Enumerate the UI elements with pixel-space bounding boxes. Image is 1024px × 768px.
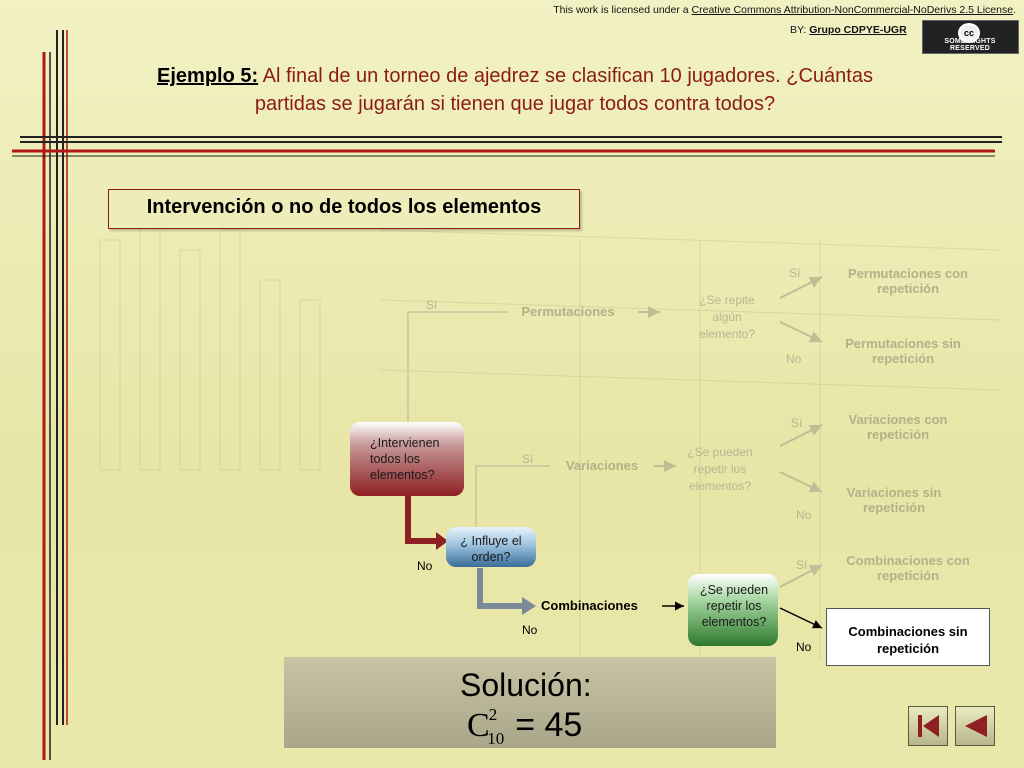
si-label: Sí (426, 298, 438, 312)
first-slide-button[interactable] (908, 706, 948, 746)
cc-license-badge[interactable]: cc SOME RIGHTS RESERVED (922, 20, 1019, 54)
previous-slide-icon (965, 715, 987, 737)
si-label: Sí (789, 266, 801, 280)
problem-statement: Ejemplo 5: Al final de un torneo de ajed… (157, 65, 873, 115)
solution-box (284, 657, 776, 748)
combinaciones-label: Combinaciones (541, 598, 638, 613)
repetir-variaciones-question: ¿Se pueden repetir los elementos? (687, 445, 753, 493)
si-label: Sí (796, 558, 808, 572)
si-label: Sí (522, 452, 534, 466)
no-label: No (522, 623, 538, 637)
no-label: No (796, 508, 812, 522)
author-link[interactable]: Grupo CDPYE-UGR (809, 24, 907, 36)
section-title: Intervención o no de todos los elementos (146, 196, 542, 218)
no-label: No (786, 352, 802, 366)
var-con-repeticion: Variaciones con repetición (848, 412, 948, 442)
perm-con-repeticion: Permutaciones con repetición (848, 266, 968, 296)
solution-label: Solución: (460, 667, 592, 703)
section-title-box: Intervención o no de todos los elementos (108, 189, 580, 229)
license-link[interactable]: Creative Commons Attribution-NonCommerci… (691, 4, 1014, 16)
influye-orden-node: ¿ Influye el orden? (446, 527, 536, 567)
si-label: Sí (791, 416, 803, 430)
example-label: Ejemplo 5: (157, 65, 259, 87)
repetir-combinaciones-node: ¿Se pueden repetir los elementos? (688, 574, 778, 646)
cc-icon: cc (958, 23, 980, 43)
previous-slide-button[interactable] (955, 706, 995, 746)
repite-question: ¿Se repite algún elemento? (698, 293, 756, 341)
no-label: No (796, 640, 812, 654)
first-slide-icon (918, 715, 939, 737)
license-notice: This work is licensed under a Creative C… (553, 4, 1016, 16)
solution-formula: C210= 45 (467, 705, 583, 748)
no-label: No (417, 559, 433, 573)
permutaciones-label: Permutaciones (521, 304, 615, 319)
comb-con-repeticion: Combinaciones con repetición (846, 553, 970, 583)
result-combinaciones-sin-repeticion: Combinaciones sin repetición (826, 608, 990, 666)
intervienen-question-node: ¿Intervienen todos los elementos? (350, 422, 464, 496)
variaciones-label: Variaciones (565, 458, 639, 473)
author-credit: BY: Grupo CDPYE-UGR (790, 24, 907, 36)
var-sin-repeticion: Variaciones sin repetición (846, 485, 942, 515)
perm-sin-repeticion: Permutaciones sin repetición (845, 336, 961, 366)
